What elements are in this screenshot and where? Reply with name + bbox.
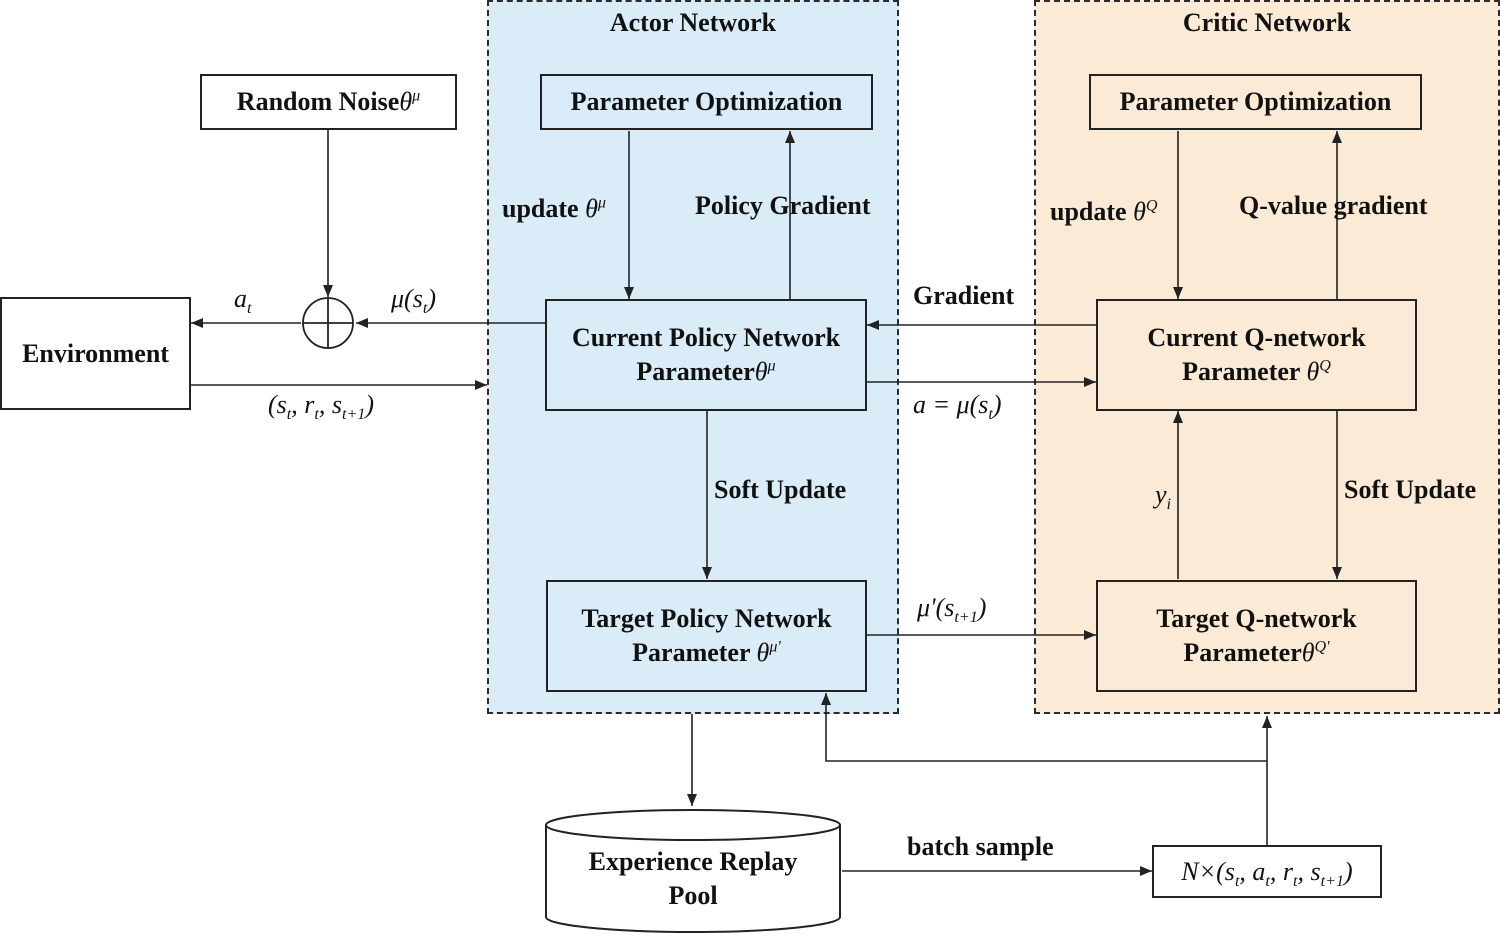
target-q-line2: Parameter: [1183, 638, 1302, 667]
mu-st-label: μ(st): [391, 284, 436, 318]
adder-symbol: [302, 297, 354, 349]
experience-replay-line1: Experience Replay: [588, 847, 798, 876]
experience-replay-line2: Pool: [668, 881, 718, 910]
current-q-line2: Parameter: [1182, 357, 1300, 386]
target-q-line1: Target Q-network: [1156, 604, 1357, 633]
target-policy-line2: Parameter: [632, 638, 751, 667]
experience-replay-label: Experience Replay Pool: [546, 845, 840, 913]
critic-update-label: update θQ: [1050, 197, 1158, 226]
actor-parameter-optimization-box: Parameter Optimization: [540, 74, 873, 130]
theta-mu-symbol: θμ: [399, 87, 421, 116]
q-value-gradient-label: Q-value gradient: [1239, 191, 1428, 220]
policy-gradient-label: Policy Gradient: [695, 191, 871, 220]
gradient-label: Gradient: [913, 281, 1015, 310]
batch-sample-box: N×(st, at, rt, st+1): [1152, 845, 1382, 898]
environment-box: Environment: [0, 297, 191, 410]
critic-parameter-optimization-label: Parameter Optimization: [1119, 87, 1392, 116]
target-mu-label: μ'(st+1): [917, 593, 987, 627]
actor-update-label: update θμ: [502, 194, 606, 223]
yi-label: yi: [1155, 480, 1172, 514]
action-at-label: at: [234, 284, 252, 318]
current-q-line1: Current Q-network: [1147, 323, 1366, 352]
critic-parameter-optimization-box: Parameter Optimization: [1089, 74, 1422, 130]
random-noise-label: Random Noise: [236, 87, 400, 116]
experience-replay-cylinder: [545, 809, 841, 933]
actor-parameter-optimization-label: Parameter Optimization: [570, 87, 843, 116]
current-q-network-box: Current Q-network Parameter θQ: [1096, 299, 1417, 411]
target-policy-network-box: Target Policy Network Parameter θμ': [546, 580, 867, 692]
current-policy-network-box: Current Policy Network Parameterθμ: [545, 299, 867, 411]
transition-tuple-label: (st, rt, st+1): [268, 390, 375, 424]
critic-soft-update-label: Soft Update: [1344, 475, 1477, 504]
current-policy-line2: Parameter: [636, 357, 755, 386]
actor-soft-update-label: Soft Update: [714, 475, 847, 504]
batch-to-target-policy-arrow: [821, 693, 1267, 762]
batch-tuple-formula: N×(st, at, rt, st+1): [1181, 856, 1353, 890]
action-equation-label: a = μ(st): [913, 390, 1002, 424]
target-q-network-box: Target Q-network ParameterθQ': [1096, 580, 1417, 692]
batch-sample-label: batch sample: [907, 832, 1054, 861]
random-noise-box: Random Noiseθμ: [200, 74, 457, 130]
environment-label: Environment: [22, 338, 169, 368]
target-policy-line1: Target Policy Network: [581, 604, 832, 633]
current-policy-line1: Current Policy Network: [571, 323, 841, 352]
